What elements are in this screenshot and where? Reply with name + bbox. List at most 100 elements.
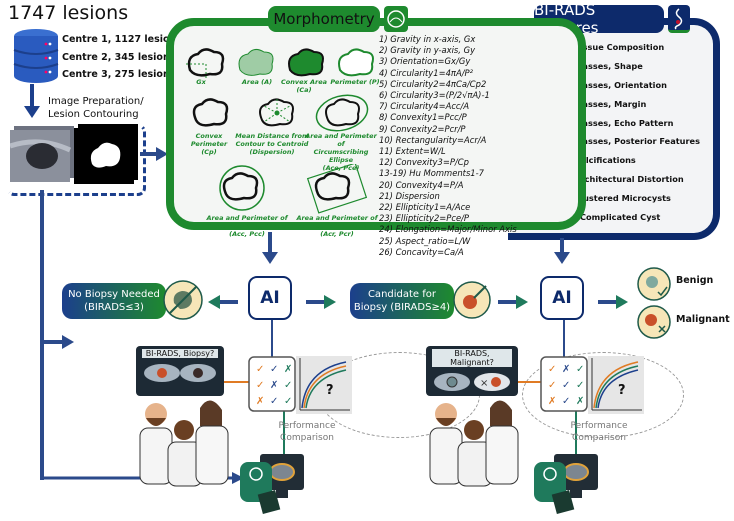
radiologists-illustration-2 xyxy=(429,400,519,487)
svg-text:✓: ✓ xyxy=(576,364,584,375)
morphometry-feature: 3) Orientation=Gx/Gy xyxy=(379,56,471,67)
svg-text:✓: ✓ xyxy=(284,396,292,407)
image-group-frame xyxy=(6,124,146,196)
birads-feature-label: 3) Masses, Orientation xyxy=(562,79,667,90)
caption-line: Circumscribing Rectangle xyxy=(290,222,384,230)
arrow-down-icon xyxy=(24,84,40,118)
arrow-down-icon xyxy=(262,232,278,264)
morphometry-feature: 8) Convexity1=Pcc/P xyxy=(379,112,467,123)
morphometry-feature: 9) Convexity2=Pcr/P xyxy=(379,123,466,134)
ultrasound-eye-icons xyxy=(144,364,216,382)
rectangle-caption: Area and Perimeter of Circumscribing Rec… xyxy=(290,214,384,238)
morphometry-feature: 6) Circularity3=(P/2√πA)-1 xyxy=(379,90,490,101)
performance-comparison-label-2: Performance Comparison xyxy=(554,420,644,444)
circumscribing-circle-shape xyxy=(219,165,265,211)
caption-line: Contour to Centroid xyxy=(235,140,309,148)
svg-text:✓: ✓ xyxy=(576,380,584,391)
svg-text:✗: ✗ xyxy=(576,396,584,407)
radiologist-screen-1: BI-RADS, Biopsy? xyxy=(136,346,224,396)
no-biopsy-line2: (BIRADS≤3) xyxy=(84,302,144,313)
no-biopsy-icon xyxy=(163,280,203,320)
arrow-right-icon xyxy=(598,295,628,309)
roc-curve-2: ? xyxy=(588,356,644,414)
area-shape xyxy=(238,48,274,76)
svg-text:✗: ✗ xyxy=(256,396,264,407)
morphometry-feature: 5) Circularity2=4πCa/Cp2 xyxy=(379,78,487,89)
svg-text:✗: ✗ xyxy=(270,380,278,391)
centre-2-label: Centre 2, 345 lesions xyxy=(62,52,176,63)
caption-line: Perimeter (Cp) xyxy=(190,140,228,156)
morphometry-feature: 24) Elongation=Major/Minor Axis xyxy=(379,224,517,235)
ai-assistant-illustration-1 xyxy=(240,454,304,514)
morphometry-feature: 12) Convexity3=P/Cp xyxy=(379,157,469,168)
ellipse-shape xyxy=(315,94,369,132)
svg-text:✓: ✓ xyxy=(270,396,278,407)
birads-feature-label: 10) Complicated Cyst xyxy=(562,211,661,222)
birads-feature-label: 7) Calcifications xyxy=(562,155,636,166)
screen-question-1: BI-RADS, Biopsy? xyxy=(142,349,218,358)
database-icon xyxy=(13,29,59,83)
morphometry-feature: 21) Dispersion xyxy=(379,190,440,201)
orange-connector xyxy=(224,381,250,383)
svg-text:×: × xyxy=(480,378,488,389)
candidate-line2: Biopsy (BIRADS≥4) xyxy=(353,302,451,313)
morphometry-title: Morphometry xyxy=(268,6,380,32)
candidate-line1: Candidate for xyxy=(367,289,437,300)
svg-text:✓: ✓ xyxy=(270,364,278,375)
arrow-right-icon xyxy=(140,147,168,161)
caption-line: Area and Perimeter of xyxy=(296,214,378,222)
svg-text:✗: ✗ xyxy=(562,364,570,375)
arrow-right-icon xyxy=(498,295,528,309)
screen-question-2: BI-RADS, Malignant? xyxy=(432,349,512,367)
morphometry-feature: 10) Rectangularity=Acr/A xyxy=(379,134,487,145)
morph-shapes-row1 xyxy=(186,48,374,78)
convex-area-caption: Convex Area (Ca) xyxy=(281,78,327,94)
ai-model-1: AI xyxy=(248,276,292,320)
svg-text:✓: ✓ xyxy=(256,364,264,375)
biopsy-icon xyxy=(453,281,491,319)
centre-1-label: Centre 1, 1127 lesions xyxy=(62,34,182,45)
comparison-oval-2 xyxy=(522,352,684,438)
benign-label: Benign xyxy=(676,275,714,286)
performance-line2: Comparison xyxy=(572,433,626,443)
morphometry-feature: 20) Convexity4=P/A xyxy=(379,179,464,190)
ai-assistant-illustration-2 xyxy=(534,454,598,514)
roc-curve-1: ? xyxy=(296,356,352,414)
perimeter-caption: Perimeter (P) xyxy=(330,78,380,86)
lesion-contour-icon xyxy=(384,6,408,32)
morphometry-feature: 4) Circularity1=4πA/P² xyxy=(379,67,473,78)
morphometry-feature: 26) Concavity=Ca/A xyxy=(379,246,464,257)
ultrasound-probe-icon xyxy=(668,5,690,33)
morphometry-feature: 13-19) Hu Momments1-7 xyxy=(379,168,484,179)
radiologists-illustration-1 xyxy=(139,400,229,487)
centre-3-label: Centre 3, 275 lesions xyxy=(62,69,176,80)
connector-left xyxy=(40,190,244,484)
birads-feature-label: 5) Masses, Echo Pattern xyxy=(562,117,674,128)
svg-text:✓: ✓ xyxy=(562,380,570,391)
morphometry-feature: 11) Extent=W/L xyxy=(379,146,446,157)
svg-text:✓: ✓ xyxy=(548,364,556,375)
ai-label: AI xyxy=(260,288,280,308)
malignant-icon xyxy=(637,305,671,339)
performance-comparison-label-1: Performance Comparison xyxy=(262,420,352,444)
unknown-result-mark: ? xyxy=(618,383,626,398)
svg-text:✓: ✓ xyxy=(562,396,570,407)
performance-line2: Comparison xyxy=(280,433,334,443)
convex-perimeter-shape xyxy=(192,98,229,127)
morphometry-feature: 7) Circularity4=Acc/A xyxy=(379,101,470,112)
circle-caption: Area and Perimeter of Circumscribing Cir… xyxy=(192,214,302,238)
svg-text:✗: ✗ xyxy=(548,396,556,407)
svg-text:✓: ✓ xyxy=(548,380,556,391)
malignant-label: Malignant xyxy=(676,314,730,325)
caption-line: Convex xyxy=(195,132,223,140)
dataset-title: 1747 lesions xyxy=(8,2,129,24)
preparation-label-line2: Lesion Contouring xyxy=(48,109,139,120)
convex-area-shape xyxy=(288,48,324,77)
perimeter-shape xyxy=(338,48,374,77)
ultrasound-image xyxy=(10,126,74,182)
arrow-left-icon xyxy=(208,295,238,309)
gravity-shape xyxy=(186,48,225,78)
benign-icon xyxy=(637,267,671,301)
svg-text:✓: ✓ xyxy=(284,380,292,391)
